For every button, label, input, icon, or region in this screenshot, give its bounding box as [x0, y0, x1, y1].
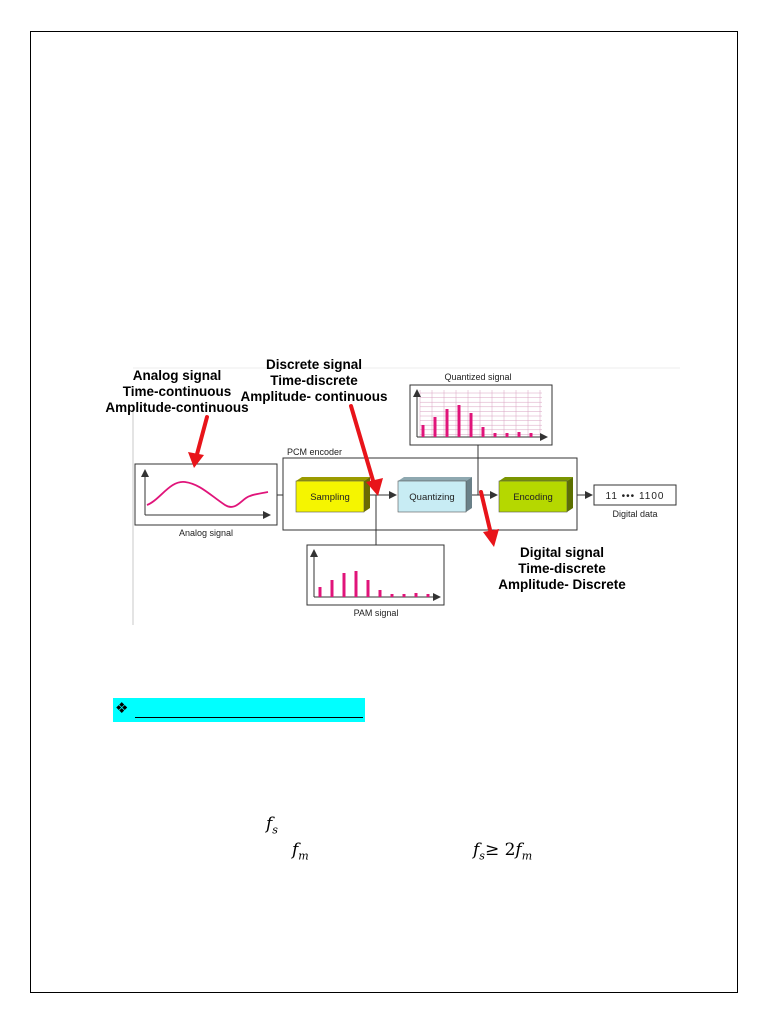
- signal-sample-bar: [517, 432, 521, 437]
- signal-sample-bar: [421, 425, 425, 437]
- signal-sample-bar: [433, 417, 437, 437]
- pcm-encoder-label: PCM encoder: [287, 447, 342, 457]
- analog-annotation-line: Amplitude-continuous: [105, 400, 249, 415]
- math-fm: fm: [292, 840, 309, 863]
- signal-sample-bar: [493, 433, 497, 437]
- analog-signal-annotation: Analog signal Time-continuous Amplitude-…: [92, 368, 262, 416]
- pam-signal-caption: PAM signal: [354, 608, 399, 618]
- sampling-label: Sampling: [310, 492, 350, 503]
- discrete-signal-annotation: Discrete signal Time-discrete Amplitude-…: [240, 357, 388, 405]
- signal-sample-bar: [354, 571, 358, 597]
- page-border: [30, 31, 738, 993]
- signal-sample-bar: [366, 580, 370, 597]
- signal-sample-bar: [318, 587, 322, 597]
- analog-annotation-line: Time-continuous: [122, 384, 232, 399]
- red-arrow-analog: [188, 415, 209, 468]
- quantizing-block: Quantizing: [397, 477, 472, 513]
- analog-annotation-line: Analog signal: [132, 368, 222, 383]
- quantized-signal-caption: Quantized signal: [444, 372, 511, 382]
- digital-annotation-line: Digital signal: [519, 545, 604, 560]
- analog-signal-caption: Analog signal: [179, 528, 233, 538]
- section-heading-highlight: ❖: [113, 698, 365, 722]
- digital-data-output: 11 ••• 1100 Digital data: [593, 484, 677, 519]
- signal-sample-bar: [481, 427, 485, 437]
- signal-sample-bar: [505, 433, 509, 437]
- quantizing-label: Quantizing: [409, 492, 454, 503]
- quantized-signal-box: Quantized signal: [409, 372, 553, 446]
- signal-sample-bar: [469, 413, 473, 437]
- signal-sample-bar: [426, 594, 430, 597]
- sampling-block: Sampling: [295, 477, 370, 513]
- quantized-grid: [419, 390, 542, 437]
- digital-annotation-line: Amplitude- Discrete: [498, 577, 626, 592]
- red-arrow-discrete: [349, 404, 383, 496]
- signal-sample-bar: [529, 433, 533, 437]
- signal-sample-bar: [390, 594, 394, 597]
- discrete-annotation-line: Amplitude- continuous: [240, 389, 388, 404]
- digital-annotation-line: Time-discrete: [518, 561, 606, 576]
- signal-sample-bar: [414, 593, 418, 597]
- signal-sample-bar: [330, 580, 334, 597]
- math-fs: fs: [266, 814, 278, 837]
- diamond-bullet-icon: ❖: [115, 700, 129, 717]
- signal-sample-bar: [445, 409, 449, 437]
- signal-sample-bar: [457, 405, 461, 437]
- discrete-annotation-line: Discrete signal: [265, 357, 363, 372]
- quantized-bars: [421, 405, 533, 437]
- signal-sample-bar: [342, 573, 346, 597]
- analog-signal-box: Analog signal: [134, 463, 278, 538]
- pam-bars: [318, 571, 430, 597]
- digital-signal-annotation: Digital signal Time-discrete Amplitude- …: [492, 545, 632, 593]
- discrete-annotation-line: Time-discrete: [270, 373, 358, 388]
- signal-sample-bar: [378, 590, 382, 597]
- nyquist-equation: fs≥ 2fm: [473, 840, 533, 863]
- red-arrow-digital: [479, 490, 499, 547]
- pam-signal-box: PAM signal: [306, 544, 445, 618]
- encoding-block: Encoding: [498, 477, 573, 513]
- signal-sample-bar: [402, 594, 406, 597]
- analog-wave: [146, 481, 269, 508]
- digital-data-value: 11 ••• 1100: [606, 491, 665, 502]
- encoding-label: Encoding: [513, 492, 553, 503]
- heading-underline: [135, 717, 363, 718]
- digital-data-caption: Digital data: [612, 509, 657, 519]
